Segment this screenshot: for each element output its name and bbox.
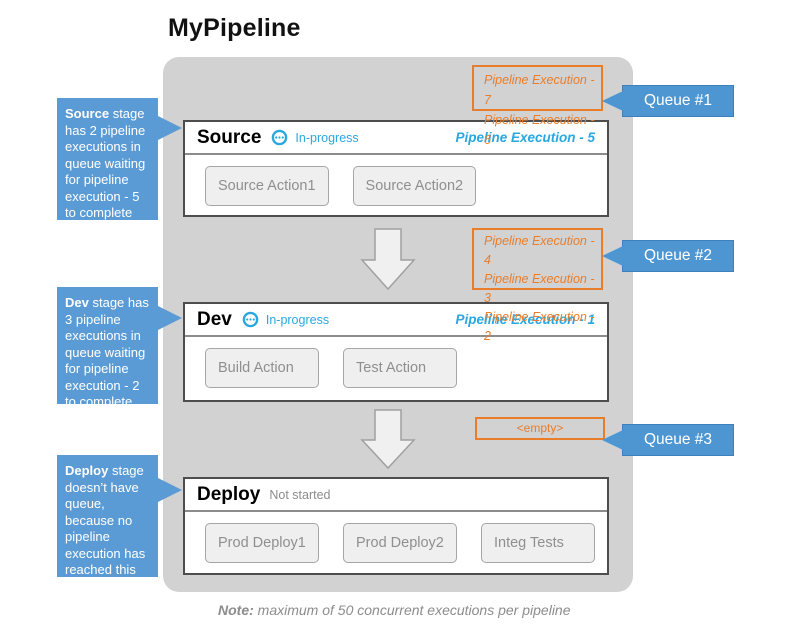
callout-pointer-right [158, 478, 182, 502]
queue-item: Pipeline Execution - 2 [484, 310, 595, 343]
stage-box-dev: Dev In-progress Pipeline Execution - 1 B… [183, 302, 609, 402]
callout-bold-text: Deploy [65, 463, 109, 478]
action-box: Source Action2 [352, 166, 477, 206]
stage-title-source: Source [197, 126, 262, 148]
stage-actions-deploy: Prod Deploy1 Prod Deploy2 Integ Tests [185, 512, 607, 563]
callout-pointer-right [158, 306, 182, 330]
queue-label-text: Queue #2 [643, 247, 713, 264]
queue-item: Pipeline Execution - 4 [484, 234, 595, 267]
queue-label-text: Queue #1 [643, 92, 713, 109]
in-progress-icon [271, 129, 288, 146]
note-text: Note: maximum of 50 concurrent execution… [218, 602, 571, 618]
annotation-callout-source: Source stage has 2 pipeline executions i… [57, 98, 182, 220]
stage-header-source: Source In-progress Pipeline Execution - … [185, 122, 607, 155]
in-progress-icon [242, 311, 259, 328]
action-box: Build Action [205, 348, 319, 388]
queue-item: Pipeline Execution - 7 [484, 73, 595, 107]
queue-contents-3: <empty> [475, 417, 605, 440]
queue-label-3: Queue #3 [602, 424, 734, 456]
annotation-callout-dev: Dev stage has 3 pipeline executions in q… [57, 287, 182, 409]
stage-status-dev: In-progress [265, 312, 330, 327]
callout-bold-text: Dev [65, 295, 89, 310]
stage-status-deploy: Not started [269, 487, 331, 502]
queue-contents-1: Pipeline Execution - 7 Pipeline Executio… [472, 65, 603, 147]
action-box: Prod Deploy2 [343, 523, 457, 563]
annotation-callout-deploy: Deploy stage doesn’t have queue, because… [57, 455, 182, 594]
action-box: Test Action [343, 348, 457, 388]
queue-label-1: Queue #1 [602, 85, 734, 117]
action-box: Prod Deploy1 [205, 523, 319, 563]
stage-status-source: In-progress [295, 130, 359, 145]
execution-label-source: Pipeline Execution - 5 [455, 130, 595, 145]
callout-pointer-right [158, 116, 182, 140]
callout-pointer-left [602, 91, 623, 111]
action-box: Integ Tests [481, 523, 595, 563]
callout-text: stage has 2 pipeline executions in queue… [65, 106, 146, 220]
stage-title-deploy: Deploy [197, 483, 261, 505]
callout-bold-text: Source [65, 106, 110, 121]
queue-item: Pipeline Execution - 6 [484, 113, 595, 147]
stage-header-deploy: Deploy Not started [185, 479, 607, 512]
action-box: Source Action1 [205, 166, 329, 206]
note-body: maximum of 50 concurrent executions per … [253, 602, 571, 618]
execution-label-dev: Pipeline Execution - 1 [455, 312, 595, 327]
callout-pointer-left [602, 430, 623, 450]
callout-text: stage has 3 pipeline executions in queue… [65, 295, 149, 409]
stage-header-dev: Dev In-progress Pipeline Execution - 1 [185, 304, 607, 337]
callout-pointer-left [602, 246, 623, 266]
queue-item: <empty> [516, 421, 564, 435]
note-label: Note: [218, 602, 254, 618]
stage-title-dev: Dev [197, 308, 232, 330]
stage-box-deploy: Deploy Not started Prod Deploy1 Prod Dep… [183, 477, 609, 575]
stage-box-source: Source In-progress Pipeline Execution - … [183, 120, 609, 217]
stage-actions-source: Source Action1 Source Action2 [185, 155, 607, 206]
queue-item: Pipeline Execution - 3 [484, 272, 595, 305]
down-arrow-icon [360, 409, 416, 474]
queue-label-2: Queue #2 [602, 240, 734, 272]
page-title: MyPipeline [168, 14, 301, 42]
queue-contents-2: Pipeline Execution - 4 Pipeline Executio… [472, 228, 603, 343]
stage-actions-dev: Build Action Test Action [185, 337, 607, 388]
queue-label-text: Queue #3 [643, 431, 713, 448]
callout-text: stage doesn’t have queue, because no pip… [65, 463, 146, 594]
down-arrow-icon [360, 228, 416, 295]
